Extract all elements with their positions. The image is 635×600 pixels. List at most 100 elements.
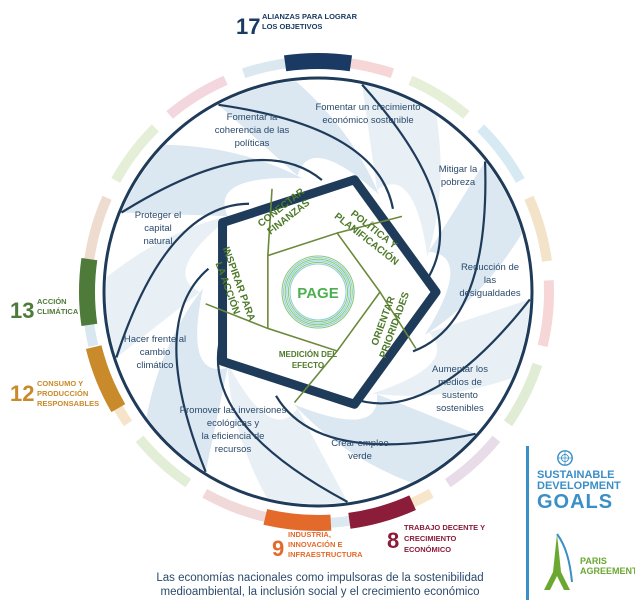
outer-label-line: climático [137,360,174,371]
aperture-blade [227,362,348,504]
aperture-blade-edge [120,158,323,214]
pentagon-divider [267,188,273,256]
outer-label-line: Fomentar la [227,112,278,123]
aperture-blade-edge [361,83,442,277]
sdg-ring-segment [524,195,552,262]
sdg-ring-segment [408,75,470,119]
caption-line: Las economías nacionales como impulsoras… [156,572,484,584]
outer-label-line: Proteger el [135,210,181,221]
sdg-ring-highlight [263,509,332,531]
outer-label: Mitigar la pobreza [439,164,478,188]
sdg-title-line: LOS OBJETIVOS [262,22,322,31]
sdg-title-line: INNOVACIÓN E [288,540,342,549]
aperture-blade [424,161,522,336]
aperture-blade-edge [175,267,210,473]
page-ring [284,258,352,326]
outer-label-line: recursos [215,444,252,455]
outer-label-line: Mitigar la [439,164,478,175]
pentagon-frame [218,175,441,409]
pentagon-divider [379,291,417,349]
sdg-title-line: PRODUCCIÓN [37,389,88,398]
sdg-logo: SUSTAINABLE DEVELOPMENT GOALS [537,470,635,513]
sdg-ring-highlight [79,257,98,327]
sdg-ring-highlight [85,345,126,413]
aperture-blade [371,299,530,396]
sdg-ring-segment [477,124,525,183]
inner-label: MEDICIÓN DEL EFECTO [279,350,337,370]
paris-line: PARIS [580,556,607,566]
sdg-number: 13 [10,298,34,323]
sdg-title-line: CONSUMO Y [37,379,83,388]
un-emblem-icon [557,450,573,466]
outer-label-line: ecológicas y [207,418,260,429]
caption-line: medioambiental, la inclusión social y el… [160,586,480,598]
inner-label-line: MEDICIÓN DEL [279,350,337,359]
sdg-ring-segment [444,435,501,488]
outer-label: Fomentar la coherencia de las políticas [215,112,290,149]
sdg-title-line: RESPONSABLES [37,399,99,408]
outer-label-line: Reducción de [461,262,519,273]
page-ring [283,257,353,327]
outer-label-line: Promover las inversiones [180,405,287,416]
outer-label-line: económico sostenible [322,115,413,126]
sdg-ring-highlight [283,53,353,72]
outer-label: Reducción de las desigualdades [459,262,521,299]
outer-label-line: capital [144,223,171,234]
sdg-number: 9 [272,536,284,561]
sdg-title-line: CLIMÁTICA [37,307,79,316]
aperture-blade [105,215,233,358]
sdg-title-line: INDUSTRIA, [288,530,331,539]
inner-label-line: EFECTO [292,361,324,370]
outer-label-line: Aumentar los [432,364,488,375]
aperture-blade-edge [218,103,395,209]
outer-label-line: desigualdades [459,288,521,299]
outer-label-line: políticas [235,138,270,149]
sdg-ring-segment [503,362,543,427]
outer-label-line: Fomentar un crecimiento [315,102,420,113]
sdg-ring-highlight [348,495,416,529]
sdg-ring-segment [111,124,159,183]
outer-label-line: sostenibles [436,403,484,414]
aperture-blade-edge [115,202,250,358]
pentagon-inner [267,232,381,352]
pentagon-divider [336,215,403,234]
outer-label: Fomentar un crecimiento económico sosteni… [315,102,420,126]
sdg-ring-segment [166,75,228,119]
pentagon-divider [205,303,269,330]
outer-label-line: las [484,275,496,286]
sdg-ring [79,53,554,531]
sdg-logo-goals: GOALS [537,491,614,513]
sdg-ring-segment [135,435,192,488]
eiffel-tower-icon [544,533,573,590]
sdg-number: 17 [236,14,260,39]
aperture-blade [121,144,302,217]
sdg-title-line: ACCIÓN [37,297,67,306]
outer-label: Hacer frente al cambio climático [124,334,186,371]
aperture-blade [218,81,379,195]
outer-label-line: Hacer frente al [124,334,186,345]
outer-label-line: natural [143,236,172,247]
outer-label-line: Crear empleo [331,438,389,449]
outer-label-line: cambio [140,347,171,358]
sdg-title-line: CRECIMIENTO [404,534,457,543]
paris-line: AGREEMENT [580,566,635,576]
outer-label-line: pobreza [441,177,476,188]
outer-label-line: coherencia de las [215,125,290,136]
caption: Las economías nacionales como impulsoras… [130,571,510,599]
outer-label-line: medios de [438,377,482,388]
sdg-logo-line: DEVELOPMENT [537,480,621,492]
inner-pentagon [205,175,441,409]
sdg-title-line: ECONÓMICO [404,545,451,554]
paris-agreement-logo: PARIS AGREEMENT [580,556,635,576]
sdg-title-line: ALIANZAS PARA LOGRAR [262,12,358,21]
sdg-ring-segment [202,488,268,522]
page-ring [289,263,347,321]
sdg-number: 8 [387,528,399,553]
aperture-blade-edge [412,161,487,353]
